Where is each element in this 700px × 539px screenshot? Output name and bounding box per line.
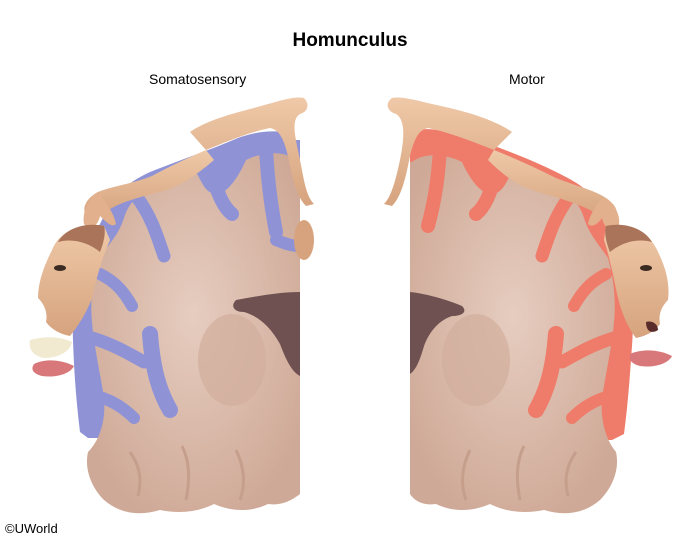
right-sulcus-3	[535, 189, 577, 263]
sensory-homunculus-torso	[84, 150, 214, 219]
left-lower-fold-1	[128, 451, 142, 497]
right-sulcus-6	[528, 326, 564, 418]
left-sulcus-7	[142, 326, 178, 418]
right-lower-fold-2	[515, 445, 526, 501]
left-sulcus-6	[85, 331, 151, 369]
right-lower-fold-1	[564, 451, 578, 497]
sensory-homunculus-legs	[190, 97, 314, 206]
diagram-title: Homunculus	[292, 30, 408, 51]
right-sulcus-1	[469, 163, 503, 221]
copyright-text: ©UWorld	[5, 521, 58, 536]
sensory-homunculus-jaw	[29, 337, 72, 358]
left-sulcus-5	[94, 268, 138, 312]
left-sulcus-4	[129, 189, 171, 263]
left-ventricle	[233, 292, 300, 376]
motor-homunculus-torso	[488, 150, 617, 221]
somatosensory-label: Somatosensory	[149, 71, 247, 87]
right-basal-ganglia	[442, 314, 510, 406]
motor-homunculus-tongue	[629, 350, 672, 367]
left-lower-fold-3	[234, 449, 245, 501]
motor-homunculus-figure	[384, 97, 672, 367]
motor-label: Motor	[509, 71, 545, 87]
sensory-homunculus-eye	[54, 265, 66, 271]
sensory-homunculus-hair	[58, 224, 105, 252]
motor-homunculus-hair	[605, 224, 652, 252]
left-sulcus-1	[205, 163, 239, 221]
motor-homunculus-legs	[384, 97, 512, 206]
right-sulcus-7	[566, 390, 616, 424]
right-sulcus-5	[555, 331, 621, 369]
right-sulcus-2	[421, 143, 447, 233]
left-sulcus-2	[259, 143, 283, 239]
sensory-homunculus-tongue	[32, 360, 74, 377]
left-brain-tissue	[86, 153, 301, 514]
left-hemisphere	[72, 131, 304, 514]
right-hemisphere	[410, 129, 633, 514]
left-sulcus-8	[90, 390, 140, 424]
sensory-homunculus-figure	[29, 97, 314, 377]
sensory-homunculus-face	[38, 225, 110, 336]
left-basal-ganglia	[198, 314, 266, 406]
right-lower-fold-3	[461, 449, 472, 501]
right-brain-tissue	[410, 155, 618, 514]
motor-homunculus-mouth	[646, 321, 658, 332]
motor-homunculus-eye	[640, 265, 652, 271]
motor-homunculus-hand	[588, 198, 620, 231]
sensory-homunculus-hand	[83, 192, 116, 228]
right-sulcus-4	[568, 268, 612, 312]
right-ventricle	[410, 292, 465, 374]
sensory-homunculus-genitals	[294, 220, 314, 260]
left-lower-fold-2	[180, 445, 191, 501]
motor-homunculus-face	[604, 225, 669, 338]
